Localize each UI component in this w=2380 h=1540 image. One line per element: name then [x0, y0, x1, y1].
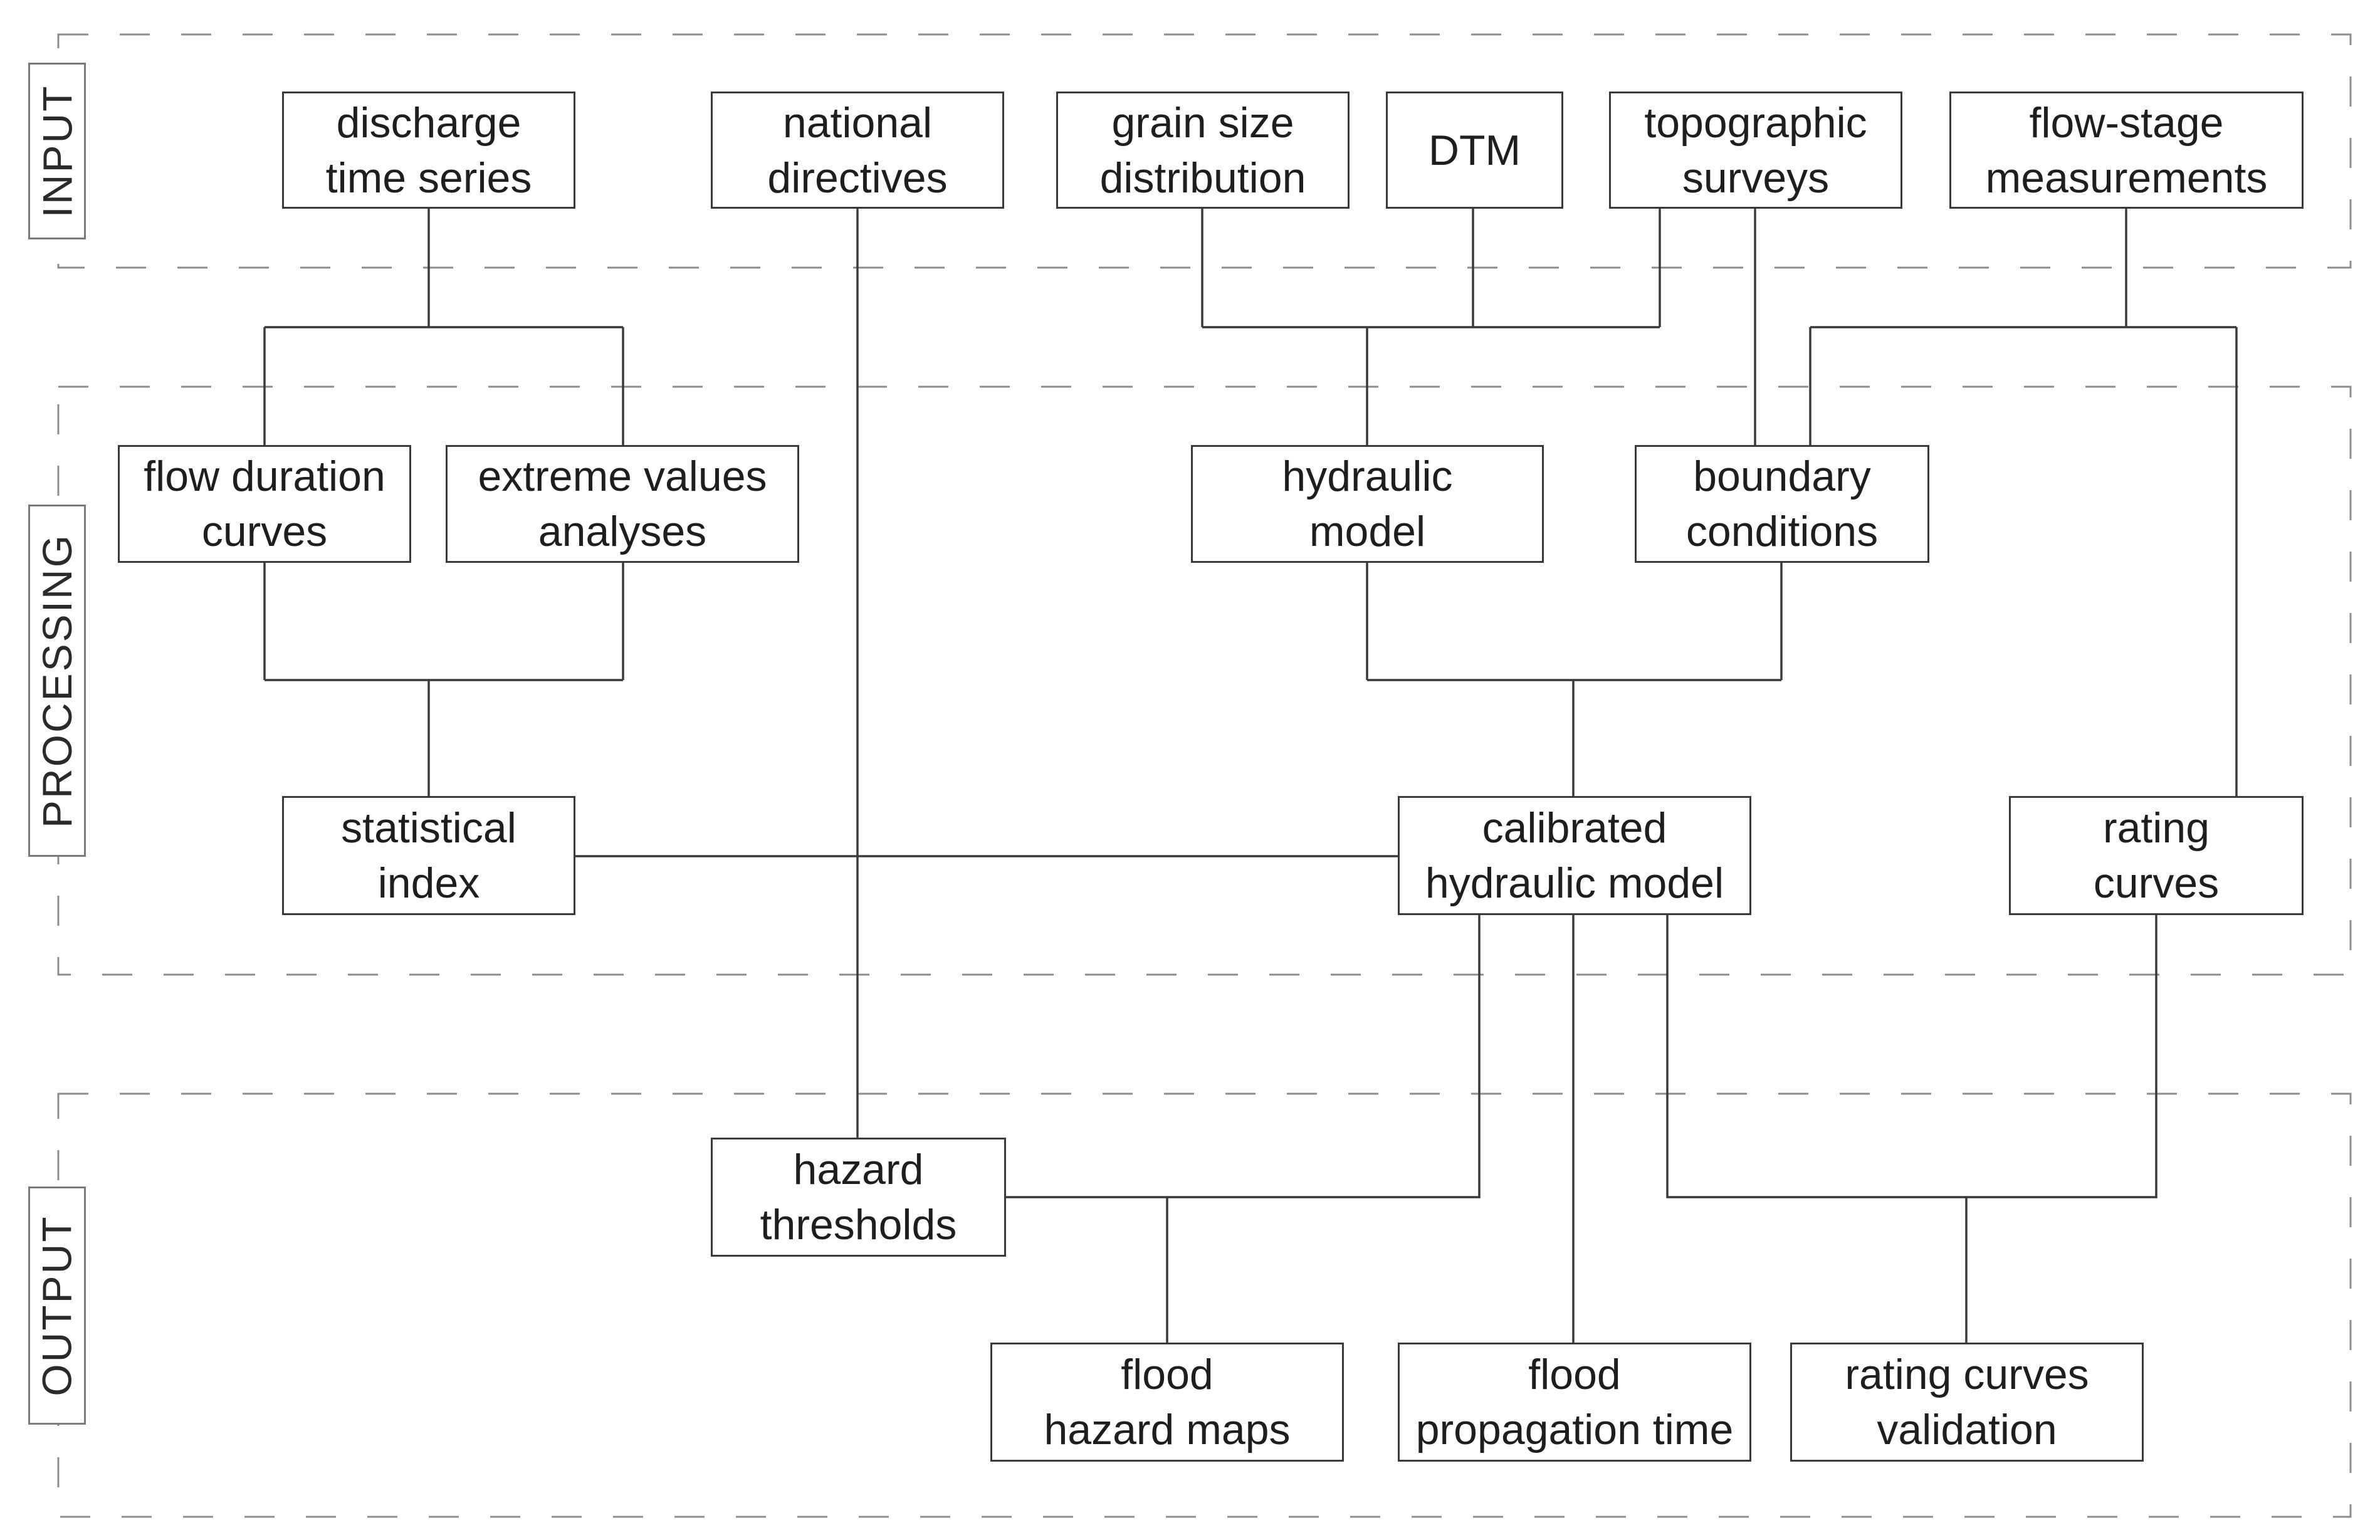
hazard-thresholds-box: hazard thresholds [711, 1138, 1006, 1257]
connector-analyses-merge [263, 563, 624, 796]
box-label-line: rating [2102, 804, 2210, 852]
box-label-line: hazard [793, 1146, 924, 1193]
box-label-line: national [782, 98, 933, 147]
box-label-line: flood [1121, 1351, 1214, 1398]
connector-calibrated-hazard [1006, 915, 1481, 1198]
box-label-line: topographic [1644, 98, 1867, 147]
box-label-line: flow-stage [2029, 98, 2224, 147]
connector-flowstage-split [1809, 209, 2238, 796]
box-label-line: flow duration [144, 453, 385, 500]
box-label-line: DTM [1428, 126, 1521, 174]
hydraulic-model-box: hydraulic model [1191, 445, 1544, 563]
box-label-line: propagation time [1415, 1406, 1734, 1454]
connector-geodata-merge [1201, 209, 1661, 445]
box-label-line: model [1309, 508, 1426, 555]
flow-duration-curves-box: flow duration curves [118, 445, 411, 563]
input-section-tag: INPUT [28, 63, 86, 239]
output-section-tag: OUTPUT [28, 1186, 86, 1425]
box-label-line: conditions [1685, 508, 1879, 555]
box-label-line: analyses [538, 508, 707, 555]
flow-stage-measurements-box: flow-stage measurements [1949, 92, 2304, 209]
box-label-line: time series [325, 154, 532, 202]
topographic-surveys-box: topographic surveys [1609, 92, 1902, 209]
box-label-line: hazard maps [1044, 1406, 1291, 1454]
box-label-line: thresholds [760, 1201, 957, 1249]
processing-section-frame [57, 385, 2352, 976]
box-label-line: boundary [1693, 453, 1871, 500]
box-label-line: curves [2093, 859, 2220, 907]
flood-propagation-time-box: flood propagation time [1398, 1343, 1751, 1462]
processing-section-label: PROCESSING [34, 533, 80, 829]
connector-rating-validation [1666, 915, 2157, 1343]
box-label-line: rating curves [1845, 1351, 2089, 1398]
box-label-line: calibrated [1482, 804, 1667, 852]
processing-section-tag: PROCESSING [28, 505, 86, 857]
box-label-line: distribution [1099, 154, 1306, 202]
box-label-line: surveys [1682, 154, 1830, 202]
grain-size-distribution-box: grain size distribution [1056, 92, 1350, 209]
box-label-line: flood [1528, 1351, 1621, 1398]
box-label-line: hydraulic [1282, 453, 1453, 500]
statistical-index-box: statistical index [282, 796, 575, 915]
box-label-line: statistical [341, 804, 516, 852]
discharge-time-series-box: discharge time series [282, 92, 575, 209]
output-section-label: OUTPUT [34, 1215, 81, 1396]
dtm-box: DTM [1386, 92, 1563, 209]
box-label-line: measurements [1985, 154, 2268, 202]
box-label-line: hydraulic model [1425, 859, 1724, 907]
box-label-line: grain size [1111, 98, 1294, 147]
flood-hazard-maps-box: flood hazard maps [990, 1343, 1344, 1462]
box-label-line: directives [767, 154, 948, 202]
connector-discharge-split [263, 209, 624, 445]
boundary-conditions-box: boundary conditions [1635, 445, 1929, 563]
box-label-line: validation [1877, 1406, 2057, 1454]
rating-curves-validation-box: rating curves validation [1790, 1343, 2144, 1462]
box-label-line: index [377, 859, 480, 907]
extreme-values-analyses-box: extreme values analyses [446, 445, 799, 563]
box-label-line: discharge [336, 98, 522, 147]
box-label-line: extreme values [478, 453, 767, 500]
box-label-line: curves [201, 508, 328, 555]
input-section-label: INPUT [34, 84, 80, 218]
connector-model-merge [1366, 563, 1783, 796]
calibrated-hydraulic-model-box: calibrated hydraulic model [1398, 796, 1751, 915]
national-directives-box: national directives [711, 92, 1004, 209]
rating-curves-box: rating curves [2009, 796, 2304, 915]
